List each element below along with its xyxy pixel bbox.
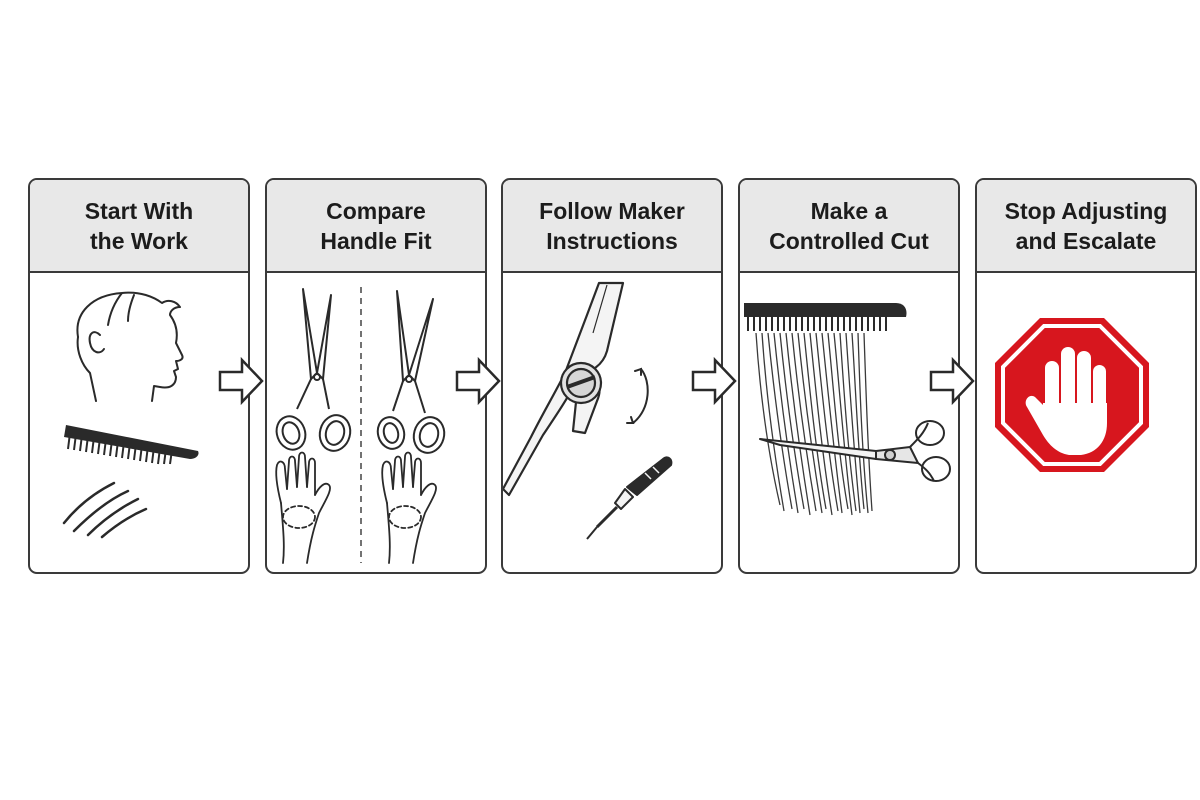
rotate-arrow-icon — [626, 367, 649, 424]
comb-icon — [64, 425, 199, 465]
step-header-5: Stop Adjusting and Escalate — [977, 180, 1195, 273]
step-illustration-1 — [62, 291, 199, 539]
step-body-5 — [977, 273, 1195, 572]
step-body-2 — [267, 273, 485, 572]
step-header-4: Make a Controlled Cut — [740, 180, 958, 273]
hair-strands-icon — [755, 332, 873, 516]
scissors-icon — [275, 288, 352, 452]
step-body-3 — [503, 273, 721, 572]
hair-strands-icon — [62, 481, 148, 539]
step-panel-4: Make a Controlled Cut — [738, 178, 960, 574]
step-header-2: Compare Handle Fit — [267, 180, 485, 273]
hand-palm-icon — [275, 451, 331, 564]
step-title-1: Start With the Work — [84, 197, 194, 254]
step-panel-1: Start With the Work — [28, 178, 250, 574]
scissors-icon — [759, 420, 951, 482]
head-profile-icon — [76, 291, 184, 402]
step-panel-2: Compare Handle Fit — [265, 178, 487, 574]
step-header-3: Follow Maker Instructions — [503, 180, 721, 273]
screwdriver-icon — [586, 456, 673, 540]
comb-icon — [744, 303, 907, 331]
scissors-icon — [376, 290, 446, 454]
pivot-screw-icon — [503, 281, 625, 497]
step-panel-5: Stop Adjusting and Escalate — [975, 178, 1197, 574]
flow-arrow-1 — [218, 356, 264, 406]
flow-arrow-4 — [929, 356, 975, 406]
step-illustration-4 — [744, 303, 951, 516]
step-title-2: Compare Handle Fit — [320, 197, 432, 254]
step-header-1: Start With the Work — [30, 180, 248, 273]
step-body-4 — [740, 273, 958, 572]
step-illustration-3 — [503, 281, 673, 540]
step-title-5: Stop Adjusting and Escalate — [1004, 197, 1168, 254]
hand-palm-icon — [381, 451, 437, 564]
flow-arrow-3 — [691, 356, 737, 406]
hand-stop-icon — [1025, 347, 1107, 455]
step-title-3: Follow Maker Instructions — [539, 197, 685, 254]
step-panel-3: Follow Maker Instructions — [501, 178, 723, 574]
step-title-4: Make a Controlled Cut — [769, 197, 929, 254]
step-illustration-5 — [995, 318, 1149, 472]
flow-arrow-2 — [455, 356, 501, 406]
step-illustration-2 — [275, 287, 446, 564]
step-body-1 — [30, 273, 248, 572]
